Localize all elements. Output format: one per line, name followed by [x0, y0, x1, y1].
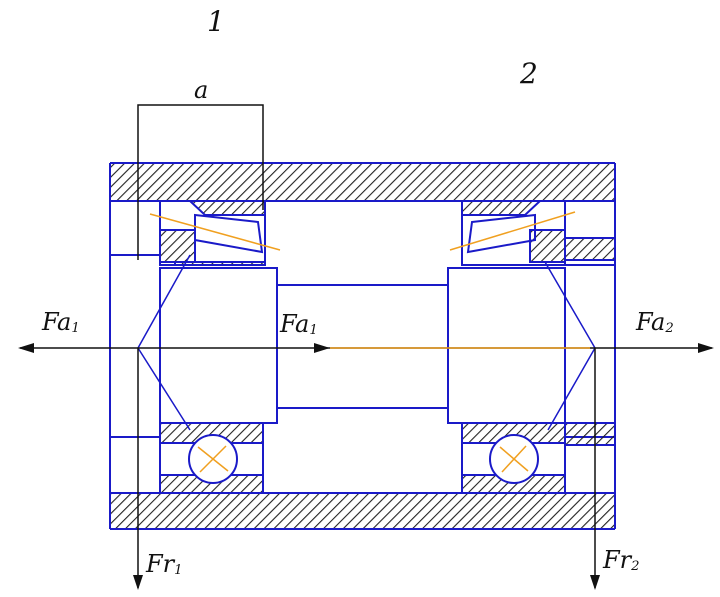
axial-force-arrows	[18, 343, 714, 353]
force-label-fr1: Fr1	[146, 550, 183, 578]
right-tapered-roller-bearing	[449, 200, 616, 266]
left-tapered-roller-bearing	[149, 200, 281, 266]
left-ball-bearing	[159, 422, 264, 494]
housing-bottom-wall	[110, 492, 615, 530]
fa2-arrowhead	[698, 343, 714, 353]
housing-top-wall	[110, 162, 615, 202]
support-label-1: 1	[207, 5, 225, 38]
load-cone-lines	[137, 254, 596, 431]
radial-force-lines	[133, 348, 600, 590]
force-label-fr2: Fr2	[603, 546, 640, 574]
fa1-arrowhead	[18, 343, 34, 353]
force-label-fa1: Fa1	[42, 308, 80, 336]
force-label-fa2: Fa2	[636, 308, 674, 336]
shaft	[159, 267, 566, 424]
dimension-bracket-a	[137, 104, 264, 260]
right-ball-bearing	[461, 422, 616, 494]
dimension-label-a: a	[194, 76, 209, 104]
force-label-fa-mid: Fa1	[280, 310, 318, 338]
fa-mid-arrowhead	[314, 343, 330, 353]
support-label-2: 2	[520, 57, 538, 90]
